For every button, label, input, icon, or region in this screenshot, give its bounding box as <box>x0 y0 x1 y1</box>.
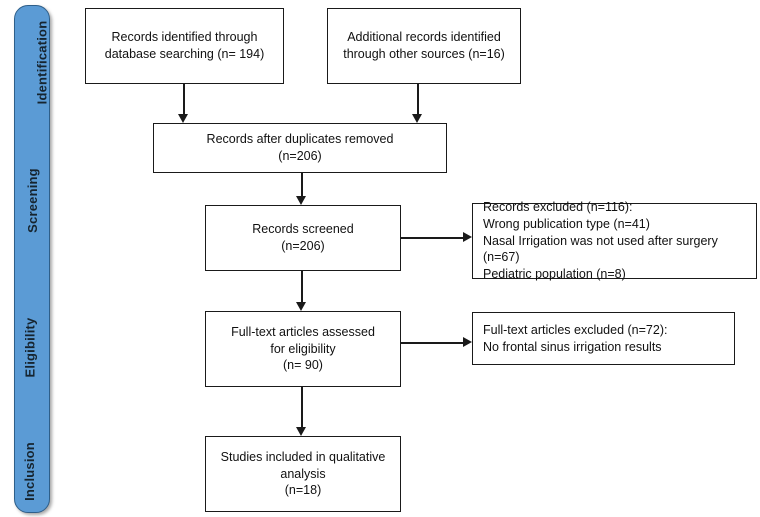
connector-line-fulltext-to-included <box>301 387 303 431</box>
connector-arrow-fulltext-to-included <box>296 427 306 436</box>
box-fulltext-excluded: Full-text articles excluded (n=72): No f… <box>472 312 735 365</box>
stage-label-identification: Identification <box>0 21 49 105</box>
stage-label-inclusion: Inclusion <box>0 442 37 501</box>
box-records-screened: Records screened (n=206) <box>205 205 401 271</box>
box-studies-included: Studies included in qualitative analysis… <box>205 436 401 512</box>
box-fulltext-excluded-text: Full-text articles excluded (n=72): No f… <box>483 322 668 354</box>
connector-line-fulltext-to-excluded <box>401 342 465 344</box>
box-studies-included-text: Studies included in qualitative analysis… <box>220 449 386 498</box>
stage-label-screening-text: Screening <box>24 168 40 233</box>
connector-line-screened-to-excluded <box>401 237 465 239</box>
box-database-search: Records identified through database sear… <box>85 8 284 84</box>
box-fulltext-assessed: Full-text articles assessed for eligibil… <box>205 311 401 387</box>
stage-label-screening: Screening <box>0 168 40 233</box>
stage-label-identification-text: Identification <box>34 20 50 105</box>
stage-rail <box>14 5 50 513</box>
stage-label-eligibility-text: Eligibility <box>22 317 38 378</box>
box-duplicates-removed: Records after duplicates removed (n=206) <box>153 123 447 173</box>
box-database-search-text: Records identified through database sear… <box>104 30 265 61</box>
connector-line-duplicates-to-screened <box>301 173 303 199</box>
connector-arrow-other-to-duplicates <box>412 114 422 123</box>
connector-arrow-db-to-duplicates <box>178 114 188 123</box>
connector-line-db-to-duplicates <box>183 84 185 116</box>
box-records-excluded-text: Records excluded (n=116): Wrong publicat… <box>483 199 718 282</box>
box-records-screened-text: Records screened (n=206) <box>252 222 354 253</box>
box-duplicates-removed-text: Records after duplicates removed (n=206) <box>206 132 394 163</box>
connector-line-other-to-duplicates <box>417 84 419 116</box>
box-fulltext-assessed-text: Full-text articles assessed for eligibil… <box>231 324 375 373</box>
connector-arrow-screened-to-excluded <box>463 232 472 242</box>
box-records-excluded: Records excluded (n=116): Wrong publicat… <box>472 200 757 281</box>
connector-arrow-fulltext-to-excluded <box>463 337 472 347</box>
stage-label-inclusion-text: Inclusion <box>21 442 37 501</box>
stage-label-eligibility: Eligibility <box>0 318 37 378</box>
connector-arrow-duplicates-to-screened <box>296 196 306 205</box>
connector-arrow-screened-to-fulltext <box>296 302 306 311</box>
box-other-sources-text: Additional records identified through ot… <box>343 30 505 61</box>
box-other-sources: Additional records identified through ot… <box>327 8 521 84</box>
connector-line-screened-to-fulltext <box>301 271 303 305</box>
